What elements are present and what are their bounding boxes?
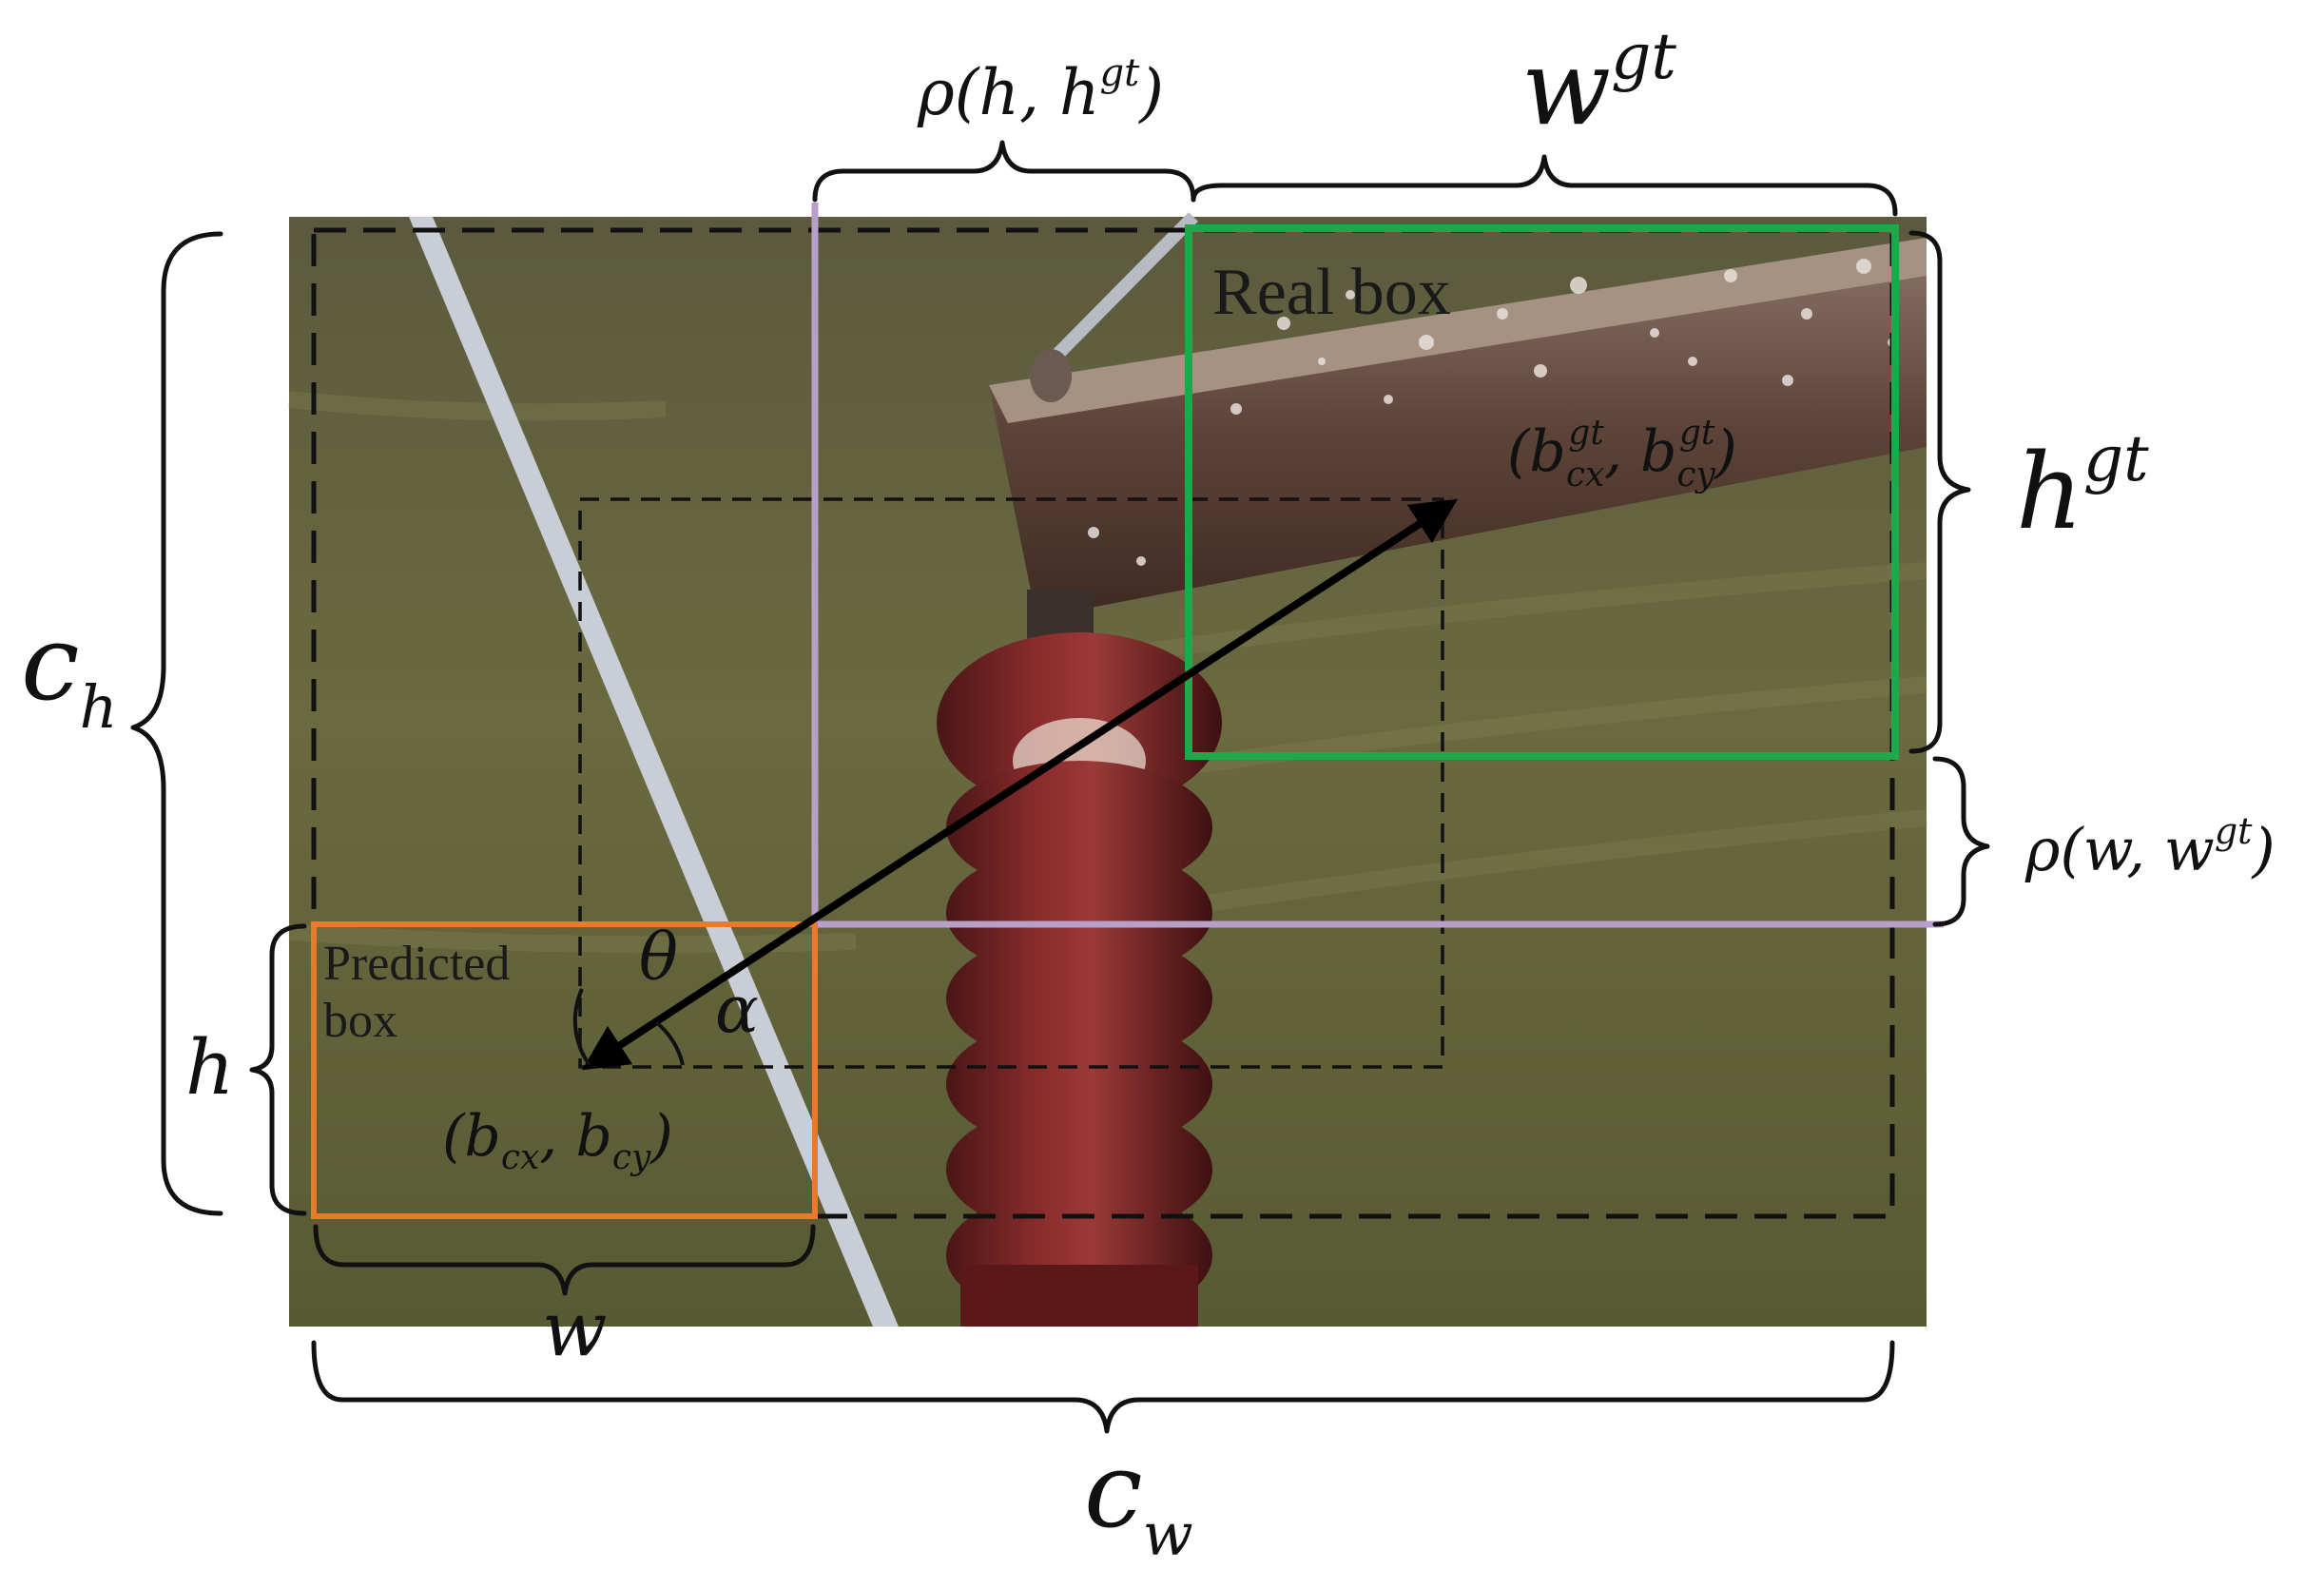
w-gt-brace: [1191, 154, 1898, 217]
predicted-box: [311, 921, 818, 1219]
rho-h-label: ρ(h, hgt): [917, 51, 1164, 129]
w-brace: [313, 1224, 816, 1296]
c-w-brace: [311, 1340, 1895, 1434]
real-box-label: Real box: [1212, 256, 1451, 329]
rho-h-brace: [812, 140, 1196, 203]
pred-center-label: (bcx, bcy): [442, 1103, 673, 1177]
theta-arc: [572, 988, 591, 1067]
rho-w-label: ρ(w, wgt): [2024, 810, 2276, 884]
c-h-label: ch: [21, 602, 118, 742]
insulator-discs: [937, 632, 1222, 1327]
h-gt-brace: [1908, 230, 1971, 754]
gt-center-label: (bcxgt, bcygt): [1507, 414, 1737, 494]
center-arrow: [581, 498, 1459, 1071]
w-label: w: [542, 1285, 607, 1373]
h-label: h: [185, 1023, 235, 1112]
predicted-box-label-1: Predicted: [323, 937, 510, 991]
h-brace: [249, 923, 307, 1216]
alpha-label: α: [715, 973, 759, 1048]
h-gt-label: hgt: [2016, 422, 2149, 552]
c-h-brace: [130, 231, 223, 1216]
alpha-arc: [654, 1020, 685, 1066]
theta-label: θ: [639, 920, 678, 996]
real-box: [1185, 224, 1899, 760]
w-gt-label: wgt: [1521, 20, 1676, 148]
c-w-label: cw: [1084, 1429, 1193, 1569]
predicted-box-label-2: box: [323, 994, 397, 1048]
rho-w-brace: [1932, 756, 1990, 927]
